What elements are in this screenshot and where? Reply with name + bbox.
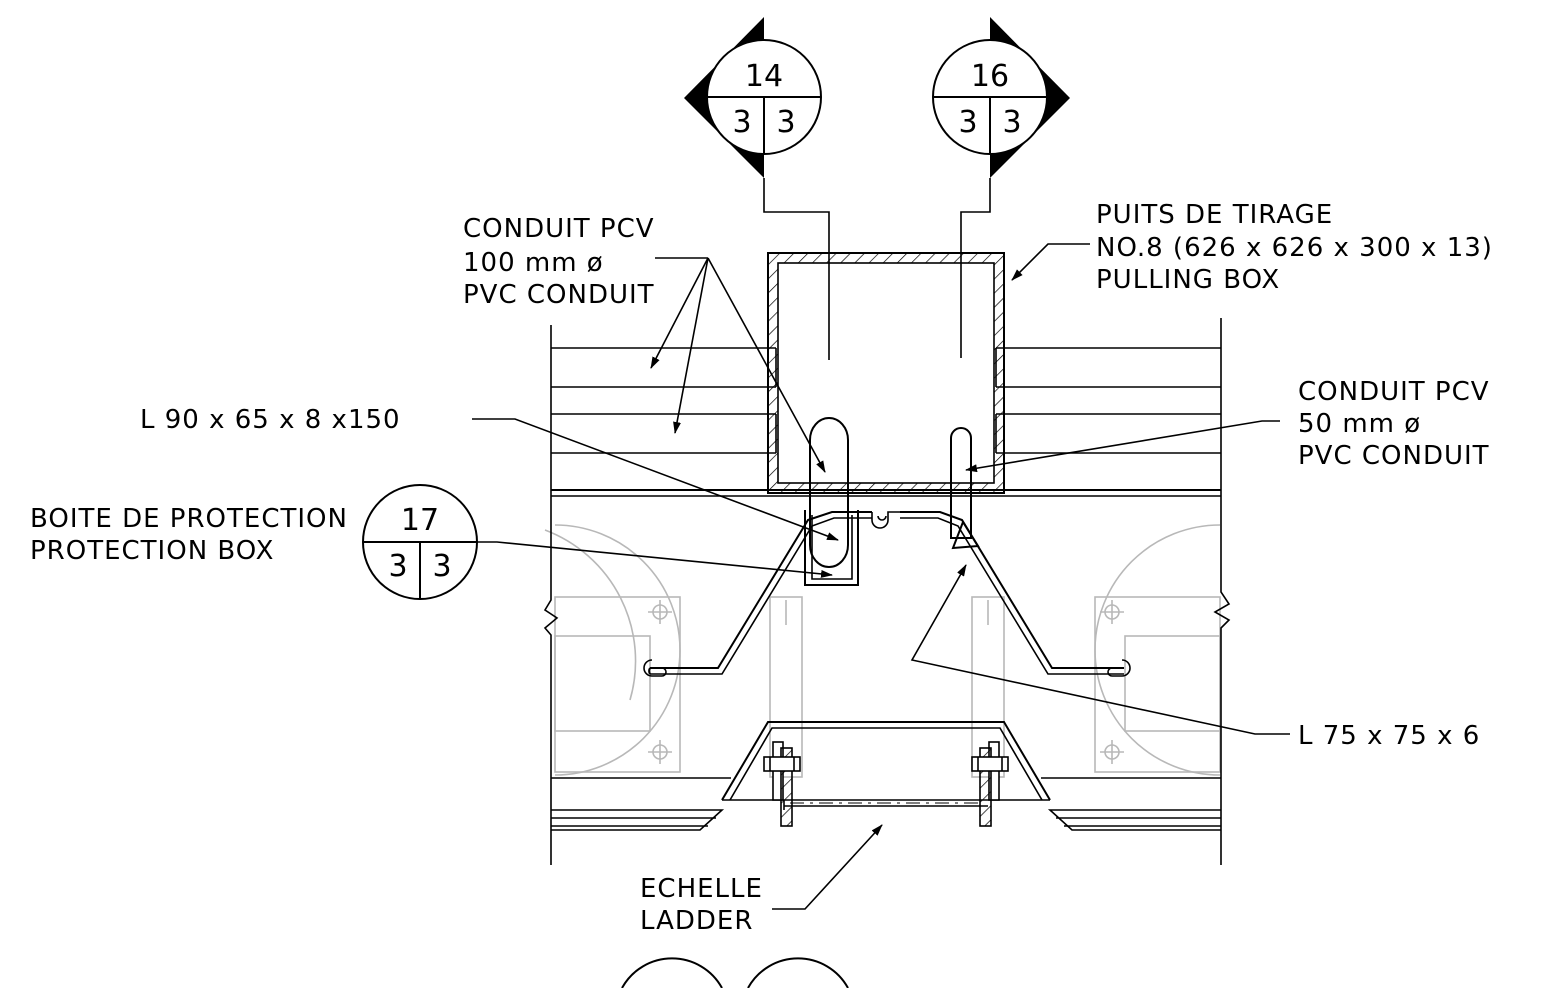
ladder-tray xyxy=(721,721,1051,827)
bubble-17-top: 17 xyxy=(401,503,439,538)
svg-text:50 mm ø: 50 mm ø xyxy=(1298,409,1421,439)
protection-box xyxy=(804,510,859,586)
bubble-17-left: 3 xyxy=(388,549,407,584)
svg-text:100 mm ø: 100 mm ø xyxy=(463,248,604,278)
angle-l75 xyxy=(951,519,980,550)
svg-text:CONDUIT PCV: CONDUIT PCV xyxy=(463,214,655,244)
bubble-16-left: 3 xyxy=(958,105,977,140)
section-bubble-14: 14 3 3 xyxy=(684,17,830,360)
svg-text:CONDUIT PCV: CONDUIT PCV xyxy=(1298,377,1490,407)
bubble-14-left: 3 xyxy=(732,105,751,140)
svg-text:LADDER: LADDER xyxy=(640,906,753,936)
label-angle-l75: L 75 x 75 x 6 xyxy=(1298,721,1480,751)
deck-profile xyxy=(643,511,1131,677)
section-bubble-17: 17 3 3 xyxy=(362,484,478,600)
bubble-16-right: 3 xyxy=(1002,105,1021,140)
svg-text:ECHELLE: ECHELLE xyxy=(640,874,763,904)
label-angle-l90: L 90 x 65 x 8 x150 xyxy=(140,405,401,435)
svg-text:BOITE DE PROTECTION: BOITE DE PROTECTION xyxy=(30,504,348,534)
conduit-50mm xyxy=(950,427,972,539)
label-ladder: ECHELLE LADDER xyxy=(640,874,763,936)
conduit-100mm xyxy=(809,417,849,568)
svg-text:PUITS DE TIRAGE: PUITS DE TIRAGE xyxy=(1096,200,1333,230)
bubble-14-top: 14 xyxy=(745,59,783,94)
leaders xyxy=(472,243,1290,910)
bubble-16-top: 16 xyxy=(971,59,1009,94)
pulling-box xyxy=(767,252,1005,494)
svg-text:PVC CONDUIT: PVC CONDUIT xyxy=(1298,441,1490,471)
label-conduit-100: CONDUIT PCV 100 mm ø PVC CONDUIT xyxy=(463,214,655,310)
svg-text:PROTECTION BOX: PROTECTION BOX xyxy=(30,536,274,566)
partial-bubbles-bottom xyxy=(621,957,849,988)
section-bubble-16: 16 3 3 xyxy=(932,17,1070,358)
label-pulling-box: PUITS DE TIRAGE NO.8 (626 x 626 x 300 x … xyxy=(1096,200,1493,295)
svg-text:PULLING BOX: PULLING BOX xyxy=(1096,265,1280,295)
bubble-14-right: 3 xyxy=(776,105,795,140)
bubble-17-right: 3 xyxy=(432,549,451,584)
background-tray xyxy=(544,524,1221,778)
svg-text:PVC CONDUIT: PVC CONDUIT xyxy=(463,280,655,310)
svg-text:NO.8 (626 x 626 x 300 x 13): NO.8 (626 x 626 x 300 x 13) xyxy=(1096,233,1493,263)
label-protection-box: BOITE DE PROTECTION PROTECTION BOX xyxy=(30,504,348,566)
label-conduit-50: CONDUIT PCV 50 mm ø PVC CONDUIT xyxy=(1298,377,1490,471)
